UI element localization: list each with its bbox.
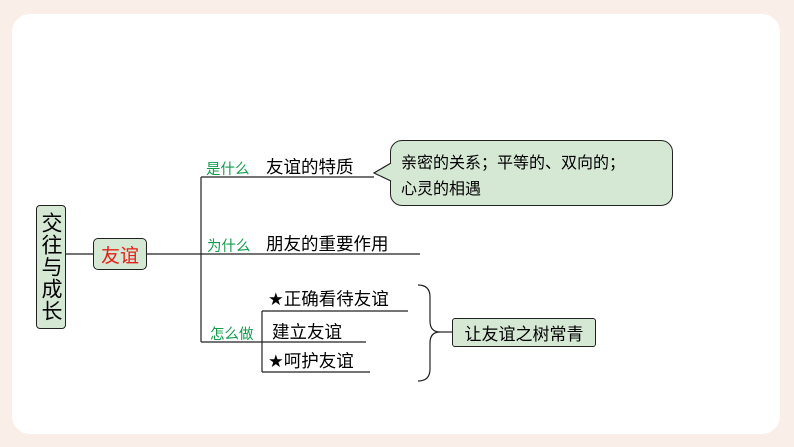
question-how: 怎么做 (210, 327, 254, 343)
result-label: 让友谊之树常青 (464, 325, 584, 345)
question-why: 为什么 (207, 239, 251, 255)
root-node: 交往与成长 (36, 205, 66, 329)
topic-node: 友谊 (93, 238, 147, 270)
branch-item-importance: 朋友的重要作用 (266, 235, 389, 255)
topic-label: 友谊 (100, 244, 139, 267)
traits-callout: 亲密的关系；平等的、双向的； 心灵的相遇 (390, 140, 673, 206)
callout-line-1: 亲密的关系；平等的、双向的； (401, 153, 626, 172)
how-item-view-correctly: ★正确看待友谊 (268, 290, 389, 310)
callout-line-2: 心灵的相遇 (401, 179, 482, 198)
question-what: 是什么 (206, 162, 250, 178)
how-item-build: 建立友谊 (272, 323, 342, 343)
how-item-protect: ★呵护友谊 (268, 352, 354, 372)
branch-item-traits: 友谊的特质 (266, 158, 354, 178)
root-label: 交往与成长 (39, 212, 63, 322)
slide-card (12, 14, 780, 434)
result-node: 让友谊之树常青 (452, 318, 596, 347)
